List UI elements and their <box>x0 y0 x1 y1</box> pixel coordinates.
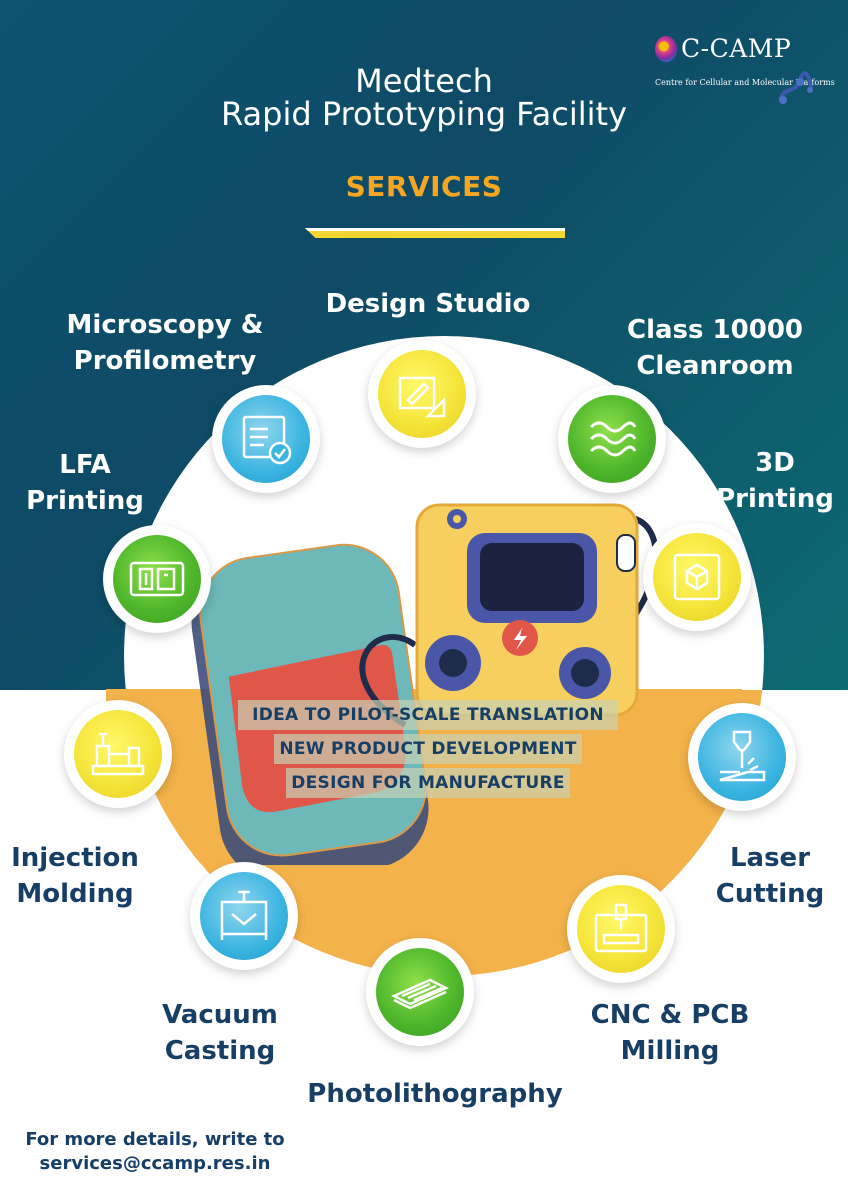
photolithography-icon <box>391 978 449 1010</box>
label-microscopy-line2: Profilometry <box>73 346 257 376</box>
3d-printing-icon-circle <box>643 523 751 631</box>
monitor-checklist-icon <box>242 415 292 465</box>
contact-email-link[interactable]: services@ccamp.res.in <box>39 1153 271 1174</box>
pcb-board-icon <box>129 561 185 597</box>
molecule-icon <box>778 71 813 104</box>
label-injection-line2: Molding <box>16 879 134 909</box>
microscopy-icon-circle <box>212 385 320 493</box>
title-line-1: Medtech <box>355 62 493 100</box>
highlight-item: NEW PRODUCT DEVELOPMENT <box>274 734 582 764</box>
label-lfa-line1: LFA <box>59 450 111 480</box>
label-vacuum-line2: Casting <box>164 1036 276 1066</box>
label-laser-line1: Laser <box>729 843 811 873</box>
label-injection-line1: Injection <box>11 843 139 873</box>
cleanroom-icon-circle <box>558 385 666 493</box>
lfa-printing-icon-circle <box>103 525 211 633</box>
label-microscopy-line1: Microscopy & <box>66 310 264 340</box>
cleanroom-waves-icon <box>589 421 637 457</box>
laser-cutter-icon <box>719 730 766 782</box>
label-laser-line2: Cutting <box>715 879 825 909</box>
logo-name: C-CAMP <box>681 34 792 63</box>
label-lfa-line2: Printing <box>26 486 144 516</box>
photolithography-icon-circle <box>366 938 474 1046</box>
services-heading: SERVICES <box>345 170 503 203</box>
injection-molding-icon-circle <box>64 700 172 808</box>
logo-subtitle: Centre for Cellular and Molecular Platfo… <box>655 78 835 87</box>
highlight-item: DESIGN FOR MANUFACTURE <box>286 768 570 798</box>
design-ruler-icon <box>398 376 446 418</box>
title-line-2: Rapid Prototyping Facility <box>221 95 627 133</box>
highlight-item: IDEA TO PILOT-SCALE TRANSLATION <box>238 700 618 730</box>
cnc-milling-icon-circle <box>567 875 675 983</box>
3d-cube-icon <box>673 553 721 601</box>
label-photolithography: Photolithography <box>307 1079 563 1109</box>
design-studio-icon-circle <box>368 340 476 448</box>
contact-info: For more details, write to services@ccam… <box>20 1128 290 1176</box>
injection-machine-icon <box>91 732 145 776</box>
highlights-box: IDEA TO PILOT-SCALE TRANSLATION NEW PROD… <box>238 700 618 802</box>
medical-device-illustration <box>191 503 659 865</box>
laser-cutting-icon-circle <box>688 703 796 811</box>
label-cnc-line1: CNC & PCB <box>590 1000 750 1030</box>
label-vacuum-line1: Vacuum <box>162 1000 278 1030</box>
label-3d-printing-line1: 3D <box>755 448 795 478</box>
heading-underline <box>305 228 565 238</box>
vacuum-casting-icon-circle <box>190 862 298 970</box>
label-cleanroom-line1: Class 10000 <box>627 315 803 345</box>
label-design-studio: Design Studio <box>325 289 531 319</box>
c-camp-logo: C-CAMP Centre for Cellular and Molecular… <box>655 30 835 110</box>
label-3d-printing-line2: Printing <box>716 484 834 514</box>
label-cleanroom-line2: Cleanroom <box>636 351 794 381</box>
vacuum-casting-icon <box>220 890 268 940</box>
logo-cell-icon <box>655 36 677 62</box>
label-cnc-line2: Milling <box>620 1036 720 1066</box>
cnc-mill-icon <box>594 903 648 953</box>
contact-line: For more details, write to <box>25 1129 285 1150</box>
